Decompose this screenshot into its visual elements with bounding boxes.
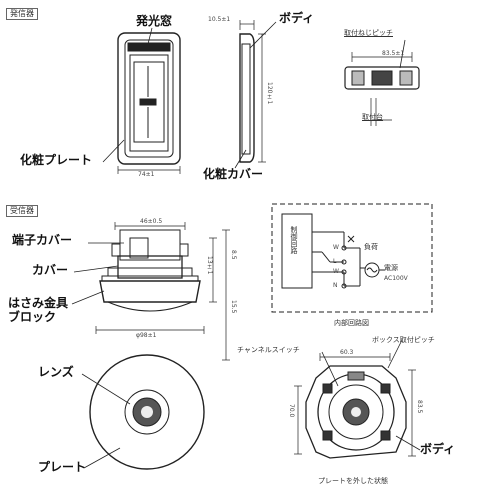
mounting-base-view <box>344 52 420 126</box>
internal-circuit-diagram <box>271 203 433 313</box>
dim-d12: 15.5 <box>230 300 237 314</box>
dim-d9: 83.5 <box>416 400 423 414</box>
dim-d3: 120±1 <box>266 82 273 105</box>
label-terminal-cover: 端子カバー <box>12 233 73 247</box>
dim-d1: 74±1 <box>138 171 155 178</box>
terminal-n: N <box>333 282 338 289</box>
terminal-w-2: W <box>333 268 339 275</box>
label-cosmetic-plate: 化粧プレート <box>20 153 93 167</box>
light-window <box>127 42 171 52</box>
dim-d8: 60.3 <box>340 349 354 356</box>
label-clip-block: はさみ金具 ブロック <box>8 296 69 324</box>
label-body-bottom: ボディ <box>420 442 456 456</box>
dim-d6: 13±1 <box>206 256 213 275</box>
label-light-window: 発光窓 <box>136 14 173 28</box>
label-mount-base: 取付台 <box>362 113 383 121</box>
label-voltage: AC100V <box>384 275 408 282</box>
label-cosmetic-cover: 化粧カバー <box>203 167 264 181</box>
dim-d2: 10.5±1 <box>208 16 231 23</box>
dim-d5: 46±0.5 <box>140 218 163 225</box>
dim-d11: 8.5 <box>230 250 237 260</box>
label-plate: プレート <box>38 460 87 474</box>
section-transmitter: 発信器 <box>6 8 38 20</box>
label-plate-removed: プレートを外した状態 <box>318 477 388 485</box>
label-power: 電源 <box>384 264 398 272</box>
label-channel-switch: チャンネルスイッチ <box>237 346 300 354</box>
receiver-front-view <box>89 354 205 470</box>
label-lens: レンズ <box>38 365 74 379</box>
dim-d7: φ98±1 <box>136 332 157 339</box>
transmitter-side-view <box>239 20 266 163</box>
dim-d10: 70.0 <box>288 404 295 418</box>
terminal-w-1: W <box>333 244 339 251</box>
leader-lines <box>71 21 421 469</box>
dim-d4: 83.5±1 <box>382 50 405 57</box>
receiver-plate-removed-view <box>294 353 416 459</box>
section-receiver: 受信器 <box>6 205 38 217</box>
label-mount-pitch: 取付ねじピッチ <box>344 29 393 37</box>
label-control-circuit: 制御回路 <box>290 226 298 254</box>
transmitter-front-view <box>117 32 181 174</box>
label-box-pitch: ボックス取付ピッチ <box>372 336 435 344</box>
terminal-l: L <box>333 258 337 265</box>
label-circuit-title: 内部回路図 <box>334 319 369 327</box>
label-body-top: ボディ <box>279 11 315 25</box>
label-cover: カバー <box>32 263 69 277</box>
receiver-side-view <box>95 222 230 361</box>
label-load: 負荷 <box>364 243 378 251</box>
